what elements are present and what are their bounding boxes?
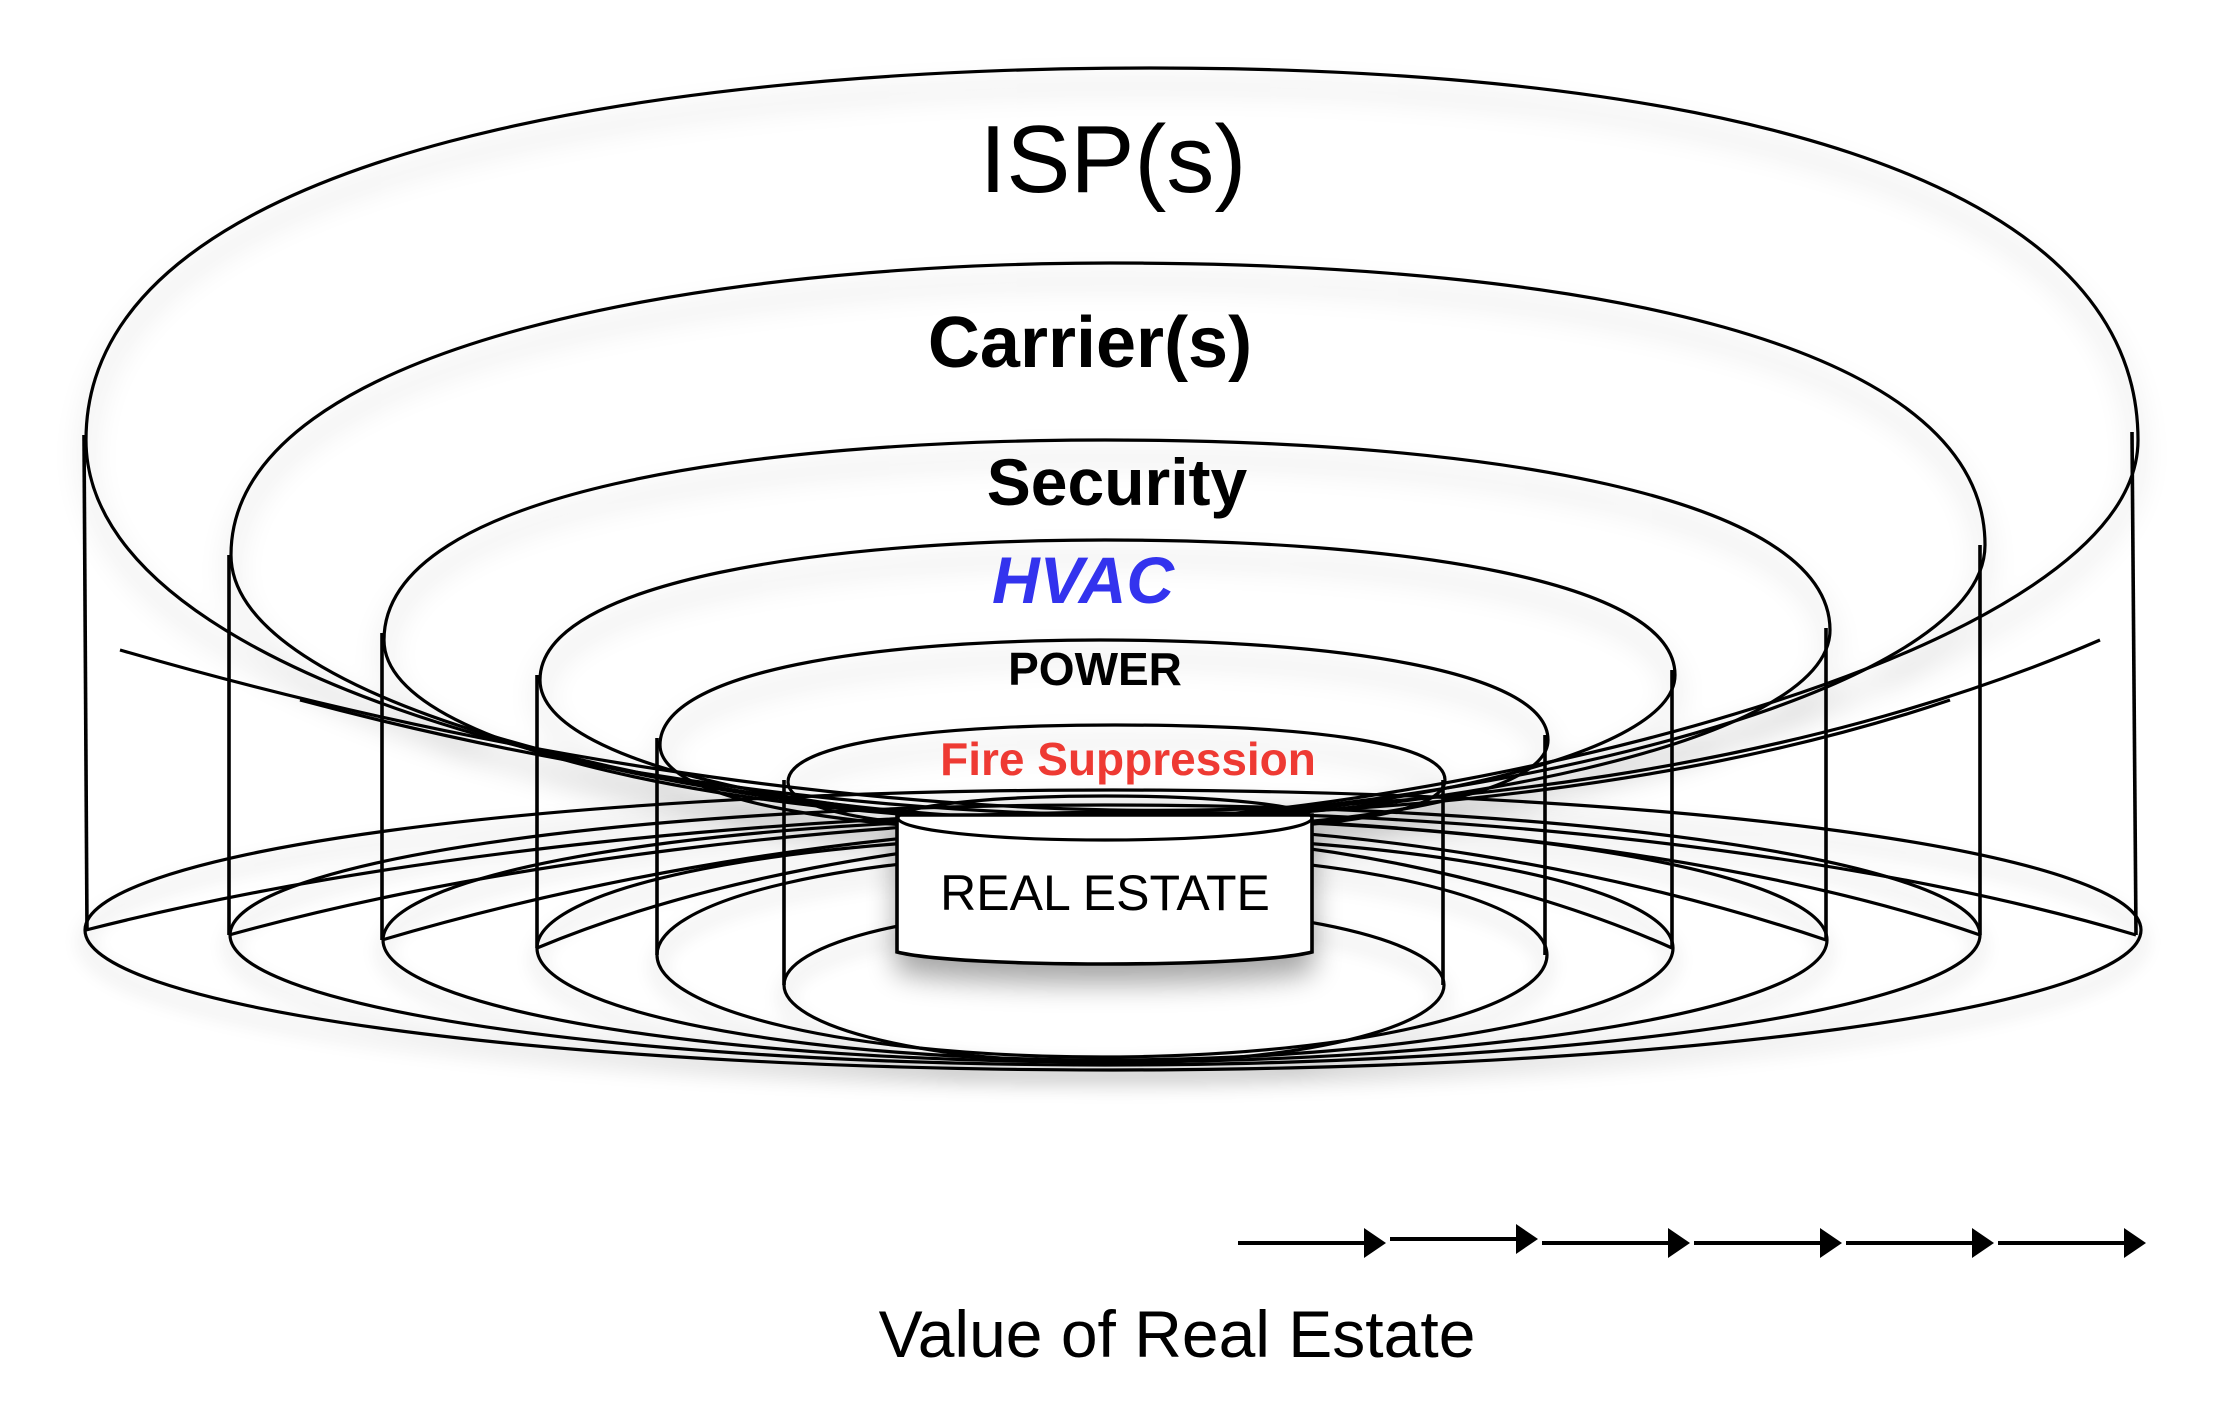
isp-base-ellipse (83, 788, 2143, 1072)
value-arrow (1998, 1228, 2146, 1258)
value-arrow (1238, 1228, 1386, 1258)
carrier-top-ellipse (229, 261, 1987, 822)
value-arrow (1694, 1228, 1842, 1258)
arrow-head-icon (1516, 1224, 1538, 1254)
layer-label-real-estate: REAL ESTATE (940, 865, 1270, 921)
value-arrow (1390, 1224, 1538, 1254)
isp-right-wall (2130, 431, 2138, 936)
value-arrow (1542, 1228, 1690, 1258)
layer-label-security: Security (987, 445, 1248, 519)
layer-label-carrier: Carrier(s) (928, 303, 1252, 383)
arrow-head-icon (2124, 1228, 2146, 1258)
security-top-ellipse (382, 438, 1832, 824)
value-arrow-series (1238, 1224, 2146, 1258)
value-caption: Value of Real Estate (879, 1297, 1476, 1371)
arrow-head-icon (1820, 1228, 1842, 1258)
real-estate-cylinder (895, 794, 1314, 966)
real-estate-top (896, 794, 1314, 842)
layer-label-fire-suppression: Fire Suppression (940, 733, 1316, 785)
real-estate-body (895, 813, 1314, 966)
layer-label-isp: ISP(s) (980, 106, 1247, 213)
arrow-head-icon (1972, 1228, 1994, 1258)
isp-left-wall (82, 434, 89, 931)
hvac-top-ellipse (538, 538, 1677, 824)
side-walls (82, 431, 2138, 985)
arrow-head-icon (1668, 1228, 1690, 1258)
value-arrow (1846, 1228, 1994, 1258)
arrow-head-icon (1364, 1228, 1386, 1258)
layer-label-hvac: HVAC (992, 543, 1175, 617)
layer-label-power: POWER (1008, 643, 1182, 695)
